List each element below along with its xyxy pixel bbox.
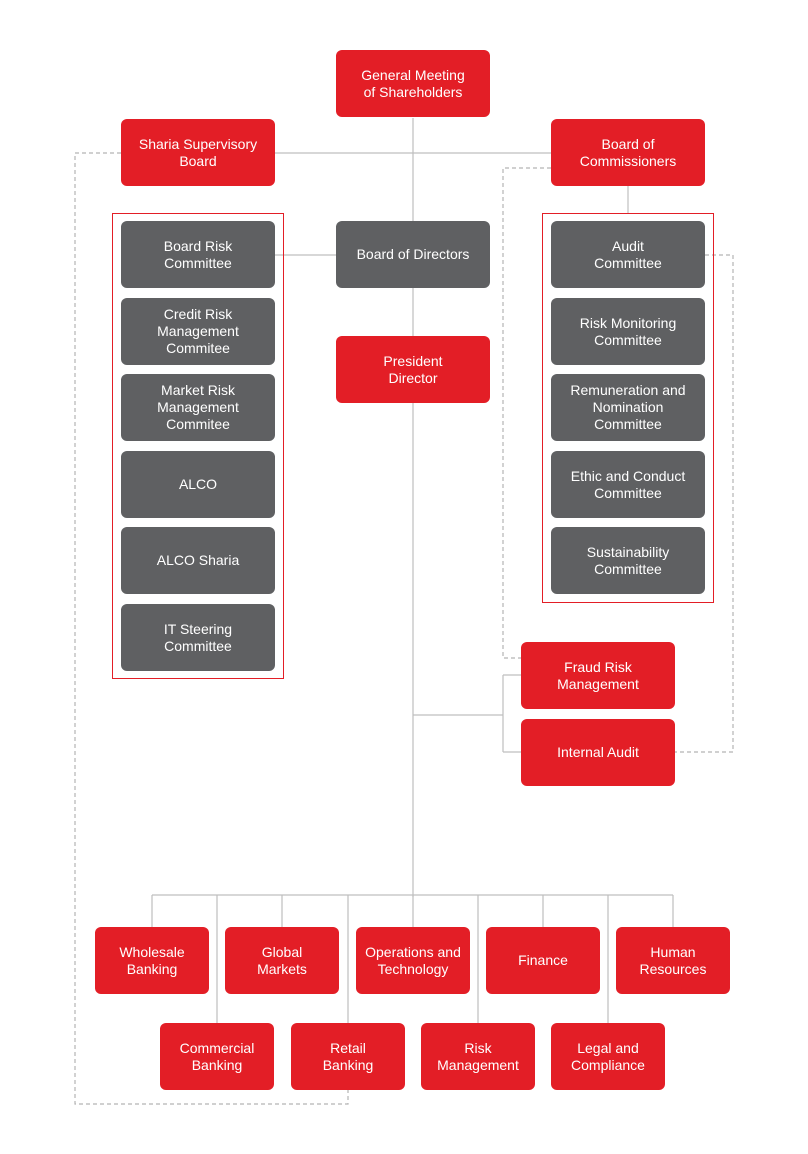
director-committee-box: ALCO Sharia bbox=[121, 527, 275, 594]
sharia-dashed-line bbox=[74, 152, 349, 1105]
division-box: Global Markets bbox=[225, 927, 339, 994]
division-box: Retail Banking bbox=[291, 1023, 405, 1090]
division-label: Global Markets bbox=[257, 943, 307, 977]
commissioner-committee-box: Audit Committee bbox=[551, 221, 705, 288]
fraud-risk-management-box: Fraud Risk Management bbox=[521, 642, 675, 709]
president-director-label: President Director bbox=[383, 352, 443, 386]
board-of-commissioners-label: Board of Commissioners bbox=[579, 135, 677, 169]
commissioner-committee-label: Risk Monitoring Committee bbox=[579, 314, 677, 348]
internal-audit-box: Internal Audit bbox=[521, 719, 675, 786]
sharia-supervisory-board-box: Sharia Supervisory Board bbox=[121, 119, 275, 186]
sharia-supervisory-board-label: Sharia Supervisory Board bbox=[138, 135, 258, 169]
director-committee-box: Credit Risk Management Commitee bbox=[121, 298, 275, 365]
commissioner-committee-label: Audit Committee bbox=[594, 237, 662, 271]
division-label: Operations and Technology bbox=[365, 943, 461, 977]
director-committee-box: ALCO bbox=[121, 451, 275, 518]
commissioner-committee-box: Remuneration and Nomination Committee bbox=[551, 374, 705, 441]
division-box: Legal and Compliance bbox=[551, 1023, 665, 1090]
commissioner-committee-box: Ethic and Conduct Committee bbox=[551, 451, 705, 518]
commissioner-committee-label: Remuneration and Nomination Committee bbox=[570, 382, 686, 432]
director-committee-label: Market Risk Management Commitee bbox=[157, 382, 239, 432]
director-committees-frame bbox=[112, 213, 284, 679]
audit-dashed-line bbox=[674, 254, 734, 753]
director-committee-box: Board Risk Committee bbox=[121, 221, 275, 288]
division-box: Human Resources bbox=[616, 927, 730, 994]
director-committee-box: Market Risk Management Commitee bbox=[121, 374, 275, 441]
division-label: Human Resources bbox=[639, 943, 707, 977]
division-box: Commercial Banking bbox=[160, 1023, 274, 1090]
commissioners-dashed-line bbox=[502, 167, 551, 659]
division-label: Legal and Compliance bbox=[571, 1039, 645, 1073]
board-of-directors-box: Board of Directors bbox=[336, 221, 490, 288]
director-committee-label: IT Steering Committee bbox=[163, 620, 233, 654]
director-committee-box: IT Steering Committee bbox=[121, 604, 275, 671]
division-drop-lines bbox=[151, 895, 674, 1023]
commissioner-committee-label: Sustainability Committee bbox=[586, 543, 670, 577]
commissioner-committee-box: Risk Monitoring Committee bbox=[551, 298, 705, 365]
division-label: Retail Banking bbox=[322, 1039, 374, 1073]
fraud-risk-management-label: Fraud Risk Management bbox=[557, 658, 639, 692]
board-of-commissioners-box: Board of Commissioners bbox=[551, 119, 705, 186]
division-box: Operations and Technology bbox=[356, 927, 470, 994]
commissioner-committees-frame bbox=[542, 213, 714, 603]
division-box: Finance bbox=[486, 927, 600, 994]
division-label: Finance bbox=[518, 952, 568, 968]
division-label: Commercial Banking bbox=[179, 1039, 255, 1073]
director-committee-label: Board Risk Committee bbox=[163, 237, 233, 271]
president-director-box: President Director bbox=[336, 336, 490, 403]
director-committee-label: ALCO Sharia bbox=[156, 552, 240, 568]
internal-audit-label: Internal Audit bbox=[557, 744, 639, 760]
commissioner-committee-box: Sustainability Committee bbox=[551, 527, 705, 594]
division-label: Wholesale Banking bbox=[119, 943, 185, 977]
commissioner-committee-label: Ethic and Conduct Committee bbox=[570, 467, 686, 501]
division-box: Risk Management bbox=[421, 1023, 535, 1090]
division-label: Risk Management bbox=[437, 1039, 519, 1073]
board-of-directors-label: Board of Directors bbox=[356, 246, 470, 262]
director-committee-label: Credit Risk Management Commitee bbox=[157, 306, 239, 356]
director-committee-label: ALCO bbox=[178, 476, 218, 492]
division-box: Wholesale Banking bbox=[95, 927, 209, 994]
fraud-audit-branch-line bbox=[413, 674, 521, 753]
general-meeting-label: General Meeting of Shareholders bbox=[361, 66, 465, 100]
general-meeting-box: General Meeting of Shareholders bbox=[336, 50, 490, 117]
